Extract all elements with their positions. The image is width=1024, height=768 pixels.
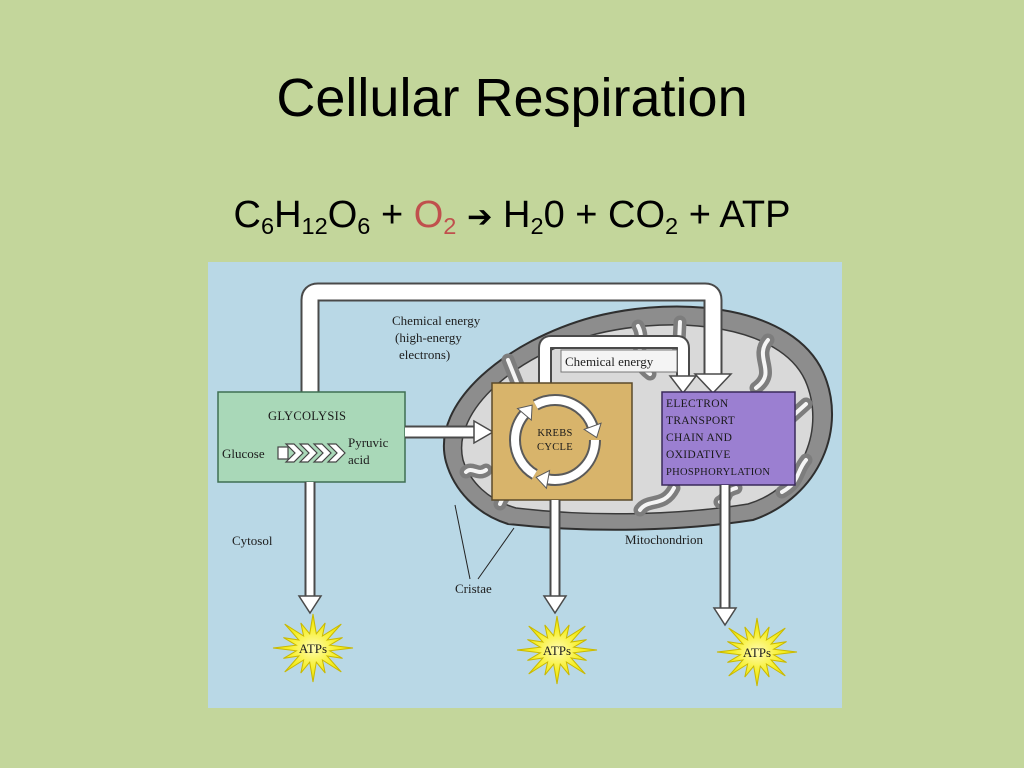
- electron-transport-box: [661, 391, 796, 486]
- arrow-body: [302, 284, 721, 392]
- respiration-equation: C6H12O6 + O2 ➔ H20 + CO2 + ATP: [0, 190, 1024, 243]
- krebs-chemical-energy-arrow: [538, 335, 698, 395]
- atp-burst-krebs: ATPs: [516, 615, 598, 685]
- etc-title-line5: PHOSPHORYLATION: [666, 467, 770, 478]
- crista-lumen: [780, 458, 808, 494]
- water-rest: 0: [543, 194, 565, 236]
- carbon-symbol: C: [233, 194, 261, 236]
- electron-transport-atp-arrow: [712, 485, 738, 627]
- chemical-energy-label: Chemical energy: [565, 354, 654, 369]
- crista-lumen: [464, 468, 488, 474]
- chevron: [312, 443, 332, 463]
- cycle-arrowhead: [516, 404, 533, 422]
- carbon-dioxide-formula: CO2: [608, 194, 679, 240]
- starburst-icon: [516, 615, 598, 685]
- etc-title-line2: TRANSPORT: [666, 415, 735, 427]
- crista-lumen: [754, 338, 770, 390]
- atp-label: ATPs: [299, 641, 327, 656]
- glycolysis-title: GLYCOLYSIS: [268, 409, 346, 423]
- cycle-arrowhead: [583, 422, 602, 439]
- chevron: [284, 443, 304, 463]
- cycle-ring: [511, 396, 599, 484]
- atp-label: ATPs: [743, 645, 771, 660]
- slide-title: Cellular Respiration: [276, 68, 748, 128]
- pyruvic-acid-label-line1: Pyruvic: [348, 435, 389, 450]
- krebs-cycle-circle-icon: [509, 394, 602, 490]
- atp-burst-electron-transport: ATPs: [716, 617, 798, 687]
- water-symbol: H: [503, 194, 531, 236]
- plus-sign: +: [688, 194, 711, 236]
- glycolysis-atp-arrow: [297, 482, 323, 615]
- pyruvate-to-krebs-arrow: [405, 419, 495, 445]
- high-energy-label-line1: Chemical energy: [392, 313, 481, 328]
- cristae-leader-lines: [454, 504, 515, 580]
- arrow-head: [297, 595, 323, 615]
- water-count: 2: [530, 213, 544, 240]
- mitochondrion-label: Mitochondrion: [625, 532, 703, 547]
- hydrogen-symbol: H: [274, 194, 302, 236]
- cycle-arrowhead: [535, 469, 551, 490]
- leader-line: [477, 527, 515, 580]
- oxygen-molecule-count: 2: [443, 213, 457, 240]
- yields-arrow-icon: ➔: [466, 200, 493, 235]
- respiration-diagram-svg: Chemical energy GLYCOLYSIS Glucose Pyruv…: [208, 262, 842, 708]
- oxygen-molecule-symbol: O: [413, 194, 444, 236]
- oxygen-formula: O2: [413, 194, 457, 240]
- arrow-head: [542, 595, 568, 615]
- crista-lumen: [638, 486, 676, 512]
- glucose-to-pyruvate-arrow-icon: [277, 443, 346, 463]
- arrow-head: [693, 373, 733, 395]
- hydrogen-count: 12: [301, 213, 328, 240]
- starburst-icon: [716, 617, 798, 687]
- carbon-dioxide-symbol: CO: [608, 194, 666, 236]
- krebs-atp-arrow: [542, 500, 568, 615]
- carbon-dioxide-count: 2: [665, 213, 679, 240]
- leader-line: [454, 504, 471, 580]
- plus-sign: +: [380, 194, 404, 236]
- glycolysis-box: [217, 391, 406, 483]
- arrow-head: [473, 419, 495, 445]
- atp-product: ATP: [719, 194, 791, 236]
- etc-title-line4: OXIDATIVE: [666, 449, 731, 461]
- glucose-formula: C6H12O6: [233, 194, 371, 240]
- krebs-title-line2: CYCLE: [537, 442, 573, 453]
- respiration-diagram: Chemical energy GLYCOLYSIS Glucose Pyruv…: [208, 262, 842, 708]
- high-energy-label-line2: (high-energy: [395, 330, 462, 345]
- oxygen-count: 6: [357, 213, 371, 240]
- arrow-tail: [277, 446, 289, 460]
- cytosol-label: Cytosol: [232, 533, 273, 548]
- arrow-head: [668, 375, 698, 395]
- pyruvic-acid-label-line2: acid: [348, 452, 370, 467]
- arrow-head: [712, 607, 738, 627]
- chemical-energy-label-box: [560, 349, 678, 373]
- etc-title-line3: CHAIN AND: [666, 432, 732, 444]
- etc-title-line1: ELECTRON: [666, 398, 729, 410]
- oxygen-symbol: O: [327, 194, 358, 236]
- glucose-label: Glucose: [222, 446, 265, 461]
- krebs-title-line1: KREBS: [537, 428, 572, 439]
- plus-sign: +: [575, 194, 598, 236]
- water-formula: H20: [503, 194, 565, 240]
- starburst-icon: [272, 613, 354, 683]
- high-energy-label-line3: electrons): [399, 347, 450, 362]
- atp-burst-glycolysis: ATPs: [272, 613, 354, 683]
- arrow-body: [540, 337, 688, 385]
- chevron: [326, 443, 346, 463]
- high-energy-electrons-arrow: [300, 282, 733, 395]
- carbon-count: 6: [260, 213, 275, 240]
- atp-label: ATPs: [543, 643, 571, 658]
- cristae-label: Cristae: [455, 581, 492, 596]
- chevron: [298, 443, 318, 463]
